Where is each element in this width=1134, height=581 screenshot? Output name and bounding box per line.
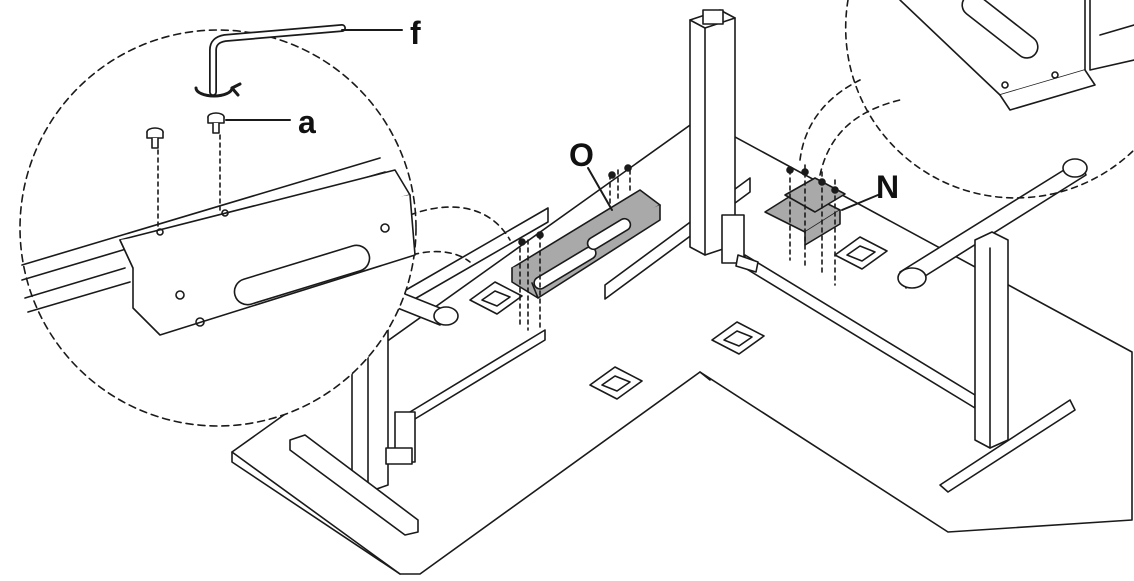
- floor-pad: [711, 321, 765, 355]
- desk-frame: [389, 158, 1088, 426]
- leader-n: [841, 194, 879, 211]
- label-f: f: [410, 15, 421, 51]
- floor-pad: [469, 281, 523, 315]
- floor-pads: [469, 236, 888, 400]
- bracket-o-guides: [519, 169, 631, 331]
- detail-magnifier-left: [19, 24, 511, 427]
- right-leg: [939, 231, 1076, 493]
- label-o: O: [569, 137, 594, 173]
- screw-icon: [146, 127, 164, 149]
- bracket-n-guides: [789, 164, 836, 286]
- floor-pad: [834, 236, 888, 270]
- callout-leaders: [225, 29, 879, 211]
- center-column: [689, 9, 759, 273]
- label-a: a: [298, 104, 316, 140]
- left-leg: [289, 321, 419, 536]
- leader-o: [587, 167, 613, 211]
- bracket-o: [511, 164, 661, 331]
- floor-pad: [589, 366, 643, 400]
- allen-key-icon: [209, 24, 346, 96]
- label-n: N: [876, 169, 899, 205]
- screw-icon: [207, 112, 225, 134]
- zoomed-rail: [21, 157, 416, 336]
- detail-magnifier-right: [799, 0, 1134, 199]
- rotation-arrow-icon: [194, 82, 242, 98]
- l-shaped-tabletop: [231, 117, 1133, 575]
- bracket-n: [764, 164, 846, 286]
